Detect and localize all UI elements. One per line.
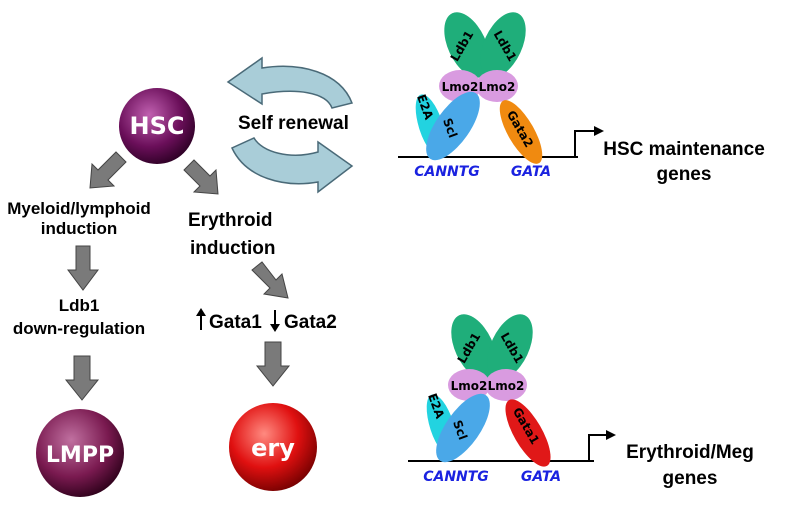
ery-label: ery [251,434,295,462]
lmo2-left-bottom-label: Lmo2 [451,379,488,393]
erythroid-meg-line1: Erythroid/Meg [626,442,754,463]
scl-top [426,91,480,161]
arrow-gata-to-ery [255,341,291,387]
tss-arrowhead-top [594,126,604,136]
tss-arrow-bottom-icon [588,434,608,461]
hsc-cell [119,88,195,164]
scl-bottom [436,393,490,463]
gata1-bottom [505,399,551,467]
complex-hsc-maintenance: Ldb1 Ldb1 Lmo2 Lmo2 E2A Scl Gata2 CANNTG… [398,12,765,185]
renewal-arrow-top [226,56,354,109]
myeloid-label-line2: induction [41,219,117,238]
erythroid-meg-line2: genes [663,468,718,489]
lmo2-right-bottom [485,369,527,401]
ldb1-right-top [480,12,526,78]
hsc-maintenance-line1: HSC maintenance [603,139,765,160]
gata1-up-label: Gata1 [209,312,262,333]
ldb1-left-top [444,12,490,78]
tss-arrowhead-bottom [606,430,616,440]
tss-arrow-top-icon [574,130,596,157]
arrow-myeloid-to-ldb1 [67,245,99,291]
ldb1-downreg-line1: Ldb1 [59,296,100,315]
canntg-motif-top: CANNTG [414,164,480,180]
lmo2-left-bottom [448,369,490,401]
up-arrow-icon [196,308,206,330]
scl-bottom-label: Scl [450,418,470,441]
lmo2-right-top [476,70,518,102]
scl-top-label: Scl [440,116,460,139]
erythroid-label-line1: Erythroid [188,210,272,231]
hsc-maintenance-line2: genes [657,164,712,185]
arrow-hsc-to-myeloid [89,151,127,189]
canntg-motif-bottom: CANNTG [423,469,489,485]
hsc-label: HSC [130,112,185,140]
ery-cell [229,403,317,491]
arrow-erythroid-to-gata [251,261,289,299]
renewal-arrow-bottom [230,137,354,194]
arrow-hsc-to-erythroid [183,159,219,195]
lmpp-label: LMPP [46,443,114,468]
gata-motif-top: GATA [511,164,551,180]
gata2-down-label: Gata2 [284,312,337,333]
myeloid-label-line1: Myeloid/lymphoid [7,199,151,218]
complex-erythroid-meg: Ldb1 Ldb1 Lmo2 Lmo2 E2A Scl Gata1 CANNTG… [408,314,754,489]
lmo2-right-bottom-label: Lmo2 [488,379,525,393]
ldb1-left-bottom [451,314,497,380]
lmo2-left-top-label: Lmo2 [442,80,479,94]
lmo2-right-top-label: Lmo2 [479,80,516,94]
erythroid-label-line2: induction [190,238,275,259]
arrow-ldb1-to-lmpp [64,355,100,401]
ldb1-downreg-line2: down-regulation [13,319,145,338]
ldb1-right-bottom [487,314,533,380]
gata-motif-bottom: GATA [521,469,561,485]
down-arrow-icon [270,310,280,332]
lmpp-cell [36,409,124,497]
self-renewal-arrows [226,56,354,194]
flow-arrows [64,151,291,401]
gata2-top [499,100,543,164]
self-renewal-label: Self renewal [238,113,349,134]
